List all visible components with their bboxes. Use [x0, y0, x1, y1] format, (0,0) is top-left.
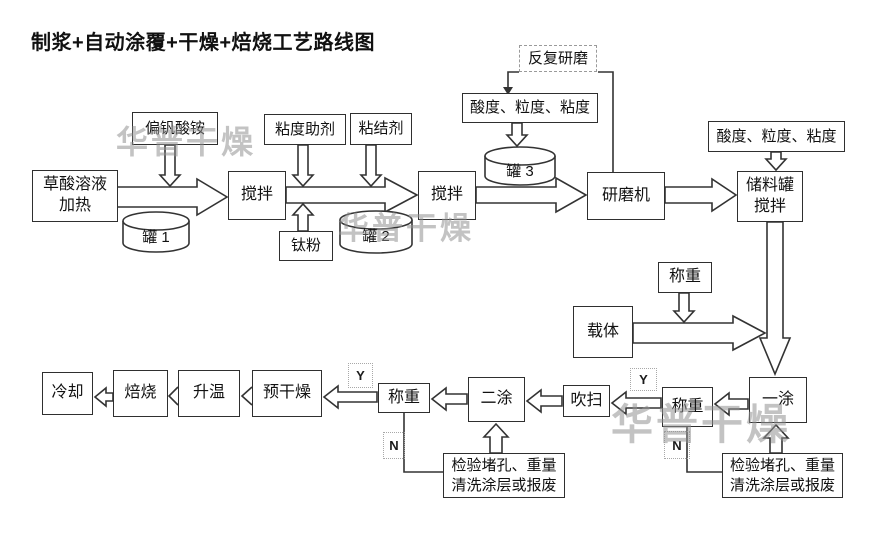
- arrow-firstcoat-to-weighright: [713, 391, 749, 417]
- node-qc-right: 酸度、粒度、粘度: [708, 121, 845, 152]
- node-weigh-mid: 称重: [658, 262, 712, 293]
- node-second-coat: 二涂: [468, 377, 525, 422]
- arrow-mix1-to-mix2: [285, 176, 419, 214]
- arrow-binder-down: [359, 144, 383, 188]
- node-inspect-right: 检验堵孔、重量 清洗涂层或报废: [722, 453, 843, 498]
- tank2-cylinder: [339, 210, 413, 254]
- node-repeat-grinding: 反复研磨: [519, 45, 597, 72]
- line-n-right-path: [686, 427, 722, 473]
- arrow-inspectleft-up: [482, 422, 510, 454]
- node-roast: 焙烧: [113, 370, 168, 417]
- tank3-cylinder: [484, 146, 556, 186]
- tank1-label: 罐 1: [142, 228, 170, 246]
- node-grinder: 研磨机: [587, 172, 665, 220]
- line-repeatgrinding-to-qc: [507, 71, 519, 88]
- node-viscosity-aid: 粘度助剂: [264, 114, 346, 145]
- arrow-qcleft-to-tank3: [505, 122, 529, 148]
- node-first-coat: 一涂: [749, 377, 807, 423]
- node-inspect-left: 检验堵孔、重量 清洗涂层或报废: [443, 453, 565, 498]
- arrow-titanium-up: [291, 202, 315, 232]
- node-purge: 吹扫: [563, 385, 610, 417]
- node-carrier: 载体: [573, 306, 633, 358]
- arrow-oxalic-to-mix1: [116, 177, 229, 217]
- node-oxalic-heating: 草酸溶液 加热: [32, 170, 118, 222]
- decision-y-left: Y: [348, 363, 373, 388]
- line-n-left-path: [403, 413, 443, 473]
- arrowhead-into-qc-left: [503, 87, 513, 95]
- arrow-secondcoat-to-weighleft: [430, 386, 468, 412]
- page-title: 制浆+自动涂覆+干燥+焙烧工艺路线图: [31, 32, 376, 54]
- arrow-heatup-to-roast: [167, 386, 179, 406]
- decision-y-right: Y: [630, 368, 657, 391]
- decision-n-left: N: [383, 432, 405, 459]
- tank2-label: 罐 2: [362, 227, 390, 245]
- arrow-viscosity-down: [291, 144, 315, 188]
- node-qc-left: 酸度、粒度、粘度: [462, 93, 598, 123]
- node-mix1: 搅拌: [228, 171, 286, 220]
- node-storage-tank: 储料罐 搅拌: [737, 171, 803, 222]
- node-weigh-right: 称重: [662, 387, 713, 427]
- tank3-label: 罐 3: [506, 162, 534, 180]
- node-predry: 预干燥: [252, 370, 322, 417]
- line-grinder-to-repeatgrinding: [598, 71, 614, 172]
- arrow-storage-to-firstcoat: [758, 221, 792, 377]
- node-mix2: 搅拌: [418, 171, 476, 220]
- arrow-mix2-to-grinder: [475, 176, 588, 214]
- node-cool: 冷却: [42, 372, 93, 415]
- node-heat-up: 升温: [178, 370, 240, 417]
- arrow-weighmid-down: [672, 292, 696, 324]
- node-binder: 粘结剂: [350, 113, 412, 145]
- arrow-roast-to-cool: [93, 386, 114, 408]
- arrow-grinder-to-storage: [664, 177, 738, 213]
- arrow-inspectright-up: [762, 423, 790, 454]
- decision-n-right: N: [664, 431, 690, 459]
- arrow-metavanadate-down: [158, 144, 182, 188]
- arrow-carrier-to-coatline: [632, 314, 767, 352]
- arrow-predry-to-heatup: [240, 386, 253, 406]
- tank1-cylinder: [122, 211, 190, 253]
- node-titanium-powder: 钛粉: [279, 231, 333, 261]
- arrow-purge-to-secondcoat: [525, 388, 563, 414]
- node-weigh-left: 称重: [378, 383, 430, 413]
- arrow-weighright-to-purge: [610, 390, 662, 416]
- arrow-weighleft-to-predry: [322, 384, 378, 410]
- arrow-qcright-to-storage: [764, 151, 788, 172]
- node-ammonium-metavanadate: 偏钒酸铵: [132, 112, 218, 145]
